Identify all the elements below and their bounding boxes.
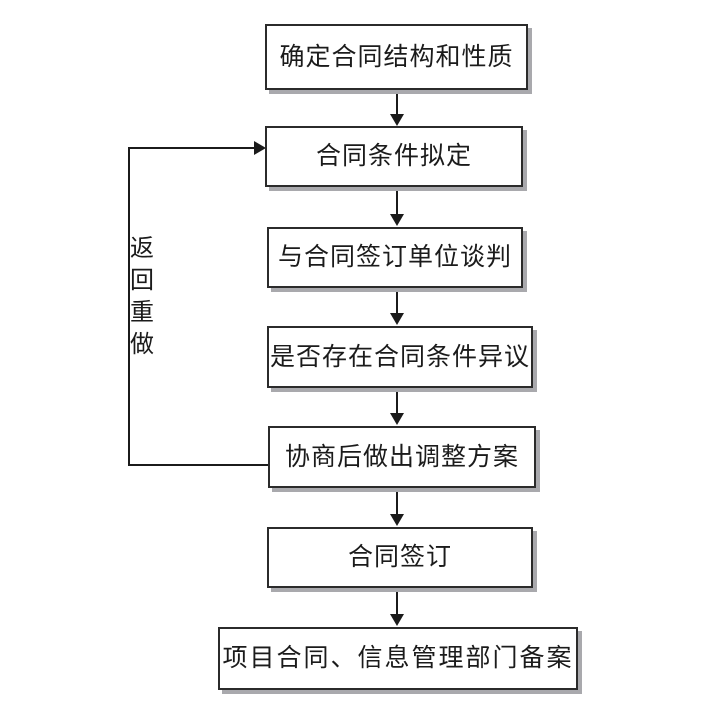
feedback-label-char-1: 返 bbox=[130, 236, 154, 262]
connector-4-to-5-arrowhead-icon bbox=[390, 413, 404, 425]
connector-6-to-7-arrowhead-icon bbox=[390, 614, 404, 626]
flow-node-contract-signing[interactable]: 合同签订 bbox=[267, 527, 533, 588]
flow-node-contract-terms-objection-check[interactable]: 是否存在合同条件异议 bbox=[267, 326, 533, 388]
flow-node-draft-contract-terms[interactable]: 合同条件拟定 bbox=[265, 126, 523, 187]
flow-node-label: 协商后做出调整方案 bbox=[284, 443, 519, 471]
flow-node-label: 合同条件拟定 bbox=[315, 143, 472, 170]
flow-node-negotiate-with-signing-party[interactable]: 与合同签订单位谈判 bbox=[267, 227, 523, 288]
flow-node-label: 与合同签订单位谈判 bbox=[277, 244, 512, 271]
feedback-label-char-2: 回 bbox=[130, 268, 154, 294]
connector-2-to-3-arrowhead-icon bbox=[390, 214, 404, 226]
feedback-loop-label: 返 回 重 做 bbox=[126, 233, 158, 361]
connector-6-to-7 bbox=[396, 588, 398, 615]
flow-node-file-with-management-department[interactable]: 项目合同、信息管理部门备案 bbox=[218, 627, 578, 690]
connector-5-to-6 bbox=[396, 488, 398, 515]
flow-node-label: 确定合同结构和性质 bbox=[279, 43, 514, 71]
flow-node-label: 合同签订 bbox=[347, 544, 452, 571]
connector-5-to-6-arrowhead-icon bbox=[390, 514, 404, 526]
feedback-loop-left-segment bbox=[128, 147, 130, 466]
feedback-label-char-4: 做 bbox=[130, 332, 154, 358]
connector-1-to-2-arrowhead-icon bbox=[390, 114, 404, 126]
connector-3-to-4 bbox=[396, 288, 398, 314]
flow-node-label: 是否存在合同条件异议 bbox=[269, 343, 530, 371]
flow-node-adjustment-plan-after-negotiation[interactable]: 协商后做出调整方案 bbox=[268, 426, 536, 488]
connector-2-to-3 bbox=[396, 187, 398, 214]
connector-4-to-5 bbox=[396, 388, 398, 414]
feedback-loop-arrowhead-icon bbox=[254, 141, 266, 155]
flow-node-label: 项目合同、信息管理部门备案 bbox=[222, 645, 574, 672]
connector-3-to-4-arrowhead-icon bbox=[390, 313, 404, 325]
feedback-loop-bottom-segment bbox=[128, 464, 270, 466]
connector-1-to-2 bbox=[396, 90, 398, 116]
feedback-loop-top-segment bbox=[128, 147, 256, 149]
flow-node-determine-contract-structure[interactable]: 确定合同结构和性质 bbox=[265, 24, 528, 90]
feedback-label-char-3: 重 bbox=[130, 300, 154, 326]
